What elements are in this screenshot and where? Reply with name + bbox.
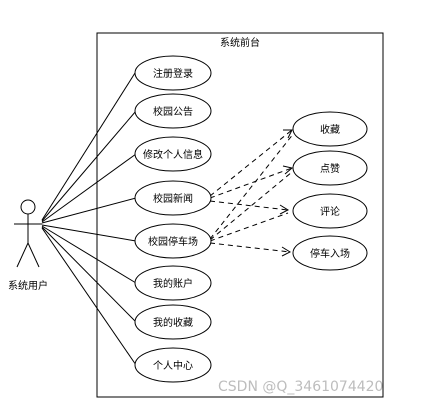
- dependency-lines: [209, 129, 295, 253]
- use-case-label: 注册登录: [153, 67, 193, 80]
- use-case-campus-news[interactable]: [134, 180, 212, 216]
- use-case-label: 修改个人信息: [143, 148, 203, 161]
- ext-label: 点赞: [320, 162, 340, 175]
- use-case-ellipses: [134, 55, 212, 383]
- assoc-line-6: [41, 225, 137, 284]
- use-case-register-login[interactable]: [134, 55, 212, 91]
- assoc-line-7: [41, 226, 137, 323]
- dep-parking-entry: [209, 242, 291, 253]
- dep-parking-collect: [209, 132, 295, 240]
- system-title: 系统前台: [220, 36, 260, 49]
- use-case-label: 校园公告: [153, 105, 193, 118]
- dep-news-collect: [209, 129, 293, 197]
- association-lines: [41, 72, 137, 366]
- assoc-line-4: [41, 197, 137, 224]
- assoc-line-3: [41, 153, 137, 223]
- assoc-line-2: [41, 110, 137, 222]
- use-case-label: 我的收藏: [153, 316, 193, 329]
- assoc-line-5: [41, 224, 137, 242]
- ext-comment[interactable]: [292, 193, 368, 229]
- ext-label: 收藏: [320, 123, 340, 136]
- use-case-edit-profile[interactable]: [134, 136, 212, 172]
- use-case-campus-notice[interactable]: [134, 93, 212, 129]
- arrowheads: [279, 129, 294, 257]
- dep-parking-like: [209, 171, 293, 241]
- extension-labels: 收藏 点赞 评论 停车入场: [310, 123, 350, 260]
- arrowhead-comment: [279, 204, 290, 215]
- actor-left-leg: [16, 242, 29, 268]
- use-case-labels: 注册登录 校园公告 修改个人信息 校园新闻 校园停车场 我的账户 我的收藏 个人…: [143, 67, 203, 372]
- use-case-my-account[interactable]: [134, 265, 212, 301]
- actor-head: [20, 199, 36, 215]
- use-case-personal-center[interactable]: [134, 347, 212, 383]
- actor-label: 系统用户: [8, 279, 48, 292]
- assoc-line-1: [41, 72, 136, 221]
- arrowhead-entry: [281, 246, 292, 257]
- ext-label: 评论: [320, 205, 340, 218]
- arrowhead-like: [282, 165, 294, 175]
- actor-right-leg: [27, 242, 40, 268]
- ext-label: 停车入场: [310, 247, 350, 260]
- use-case-label: 校园新闻: [153, 192, 193, 205]
- arrowhead-collect: [283, 129, 293, 139]
- extension-ellipses: [292, 111, 368, 271]
- use-case-label: 我的账户: [153, 277, 193, 290]
- dep-news-comment: [209, 200, 289, 211]
- use-case-label: 校园停车场: [148, 235, 198, 248]
- dep-parking-comment: [209, 212, 289, 242]
- watermark: CSDN @Q_3461074420: [218, 379, 383, 395]
- dep-news-like: [209, 167, 293, 199]
- assoc-line-8: [41, 227, 137, 366]
- ext-like[interactable]: [292, 150, 368, 186]
- use-case-label: 个人中心: [153, 359, 193, 372]
- use-case-campus-parking[interactable]: [134, 223, 212, 259]
- use-case-my-favorites[interactable]: [134, 304, 212, 340]
- system-boundary: [96, 32, 384, 398]
- actor-figure: [14, 199, 42, 268]
- ext-parking-entry[interactable]: [292, 235, 368, 271]
- ext-collect[interactable]: [292, 111, 368, 147]
